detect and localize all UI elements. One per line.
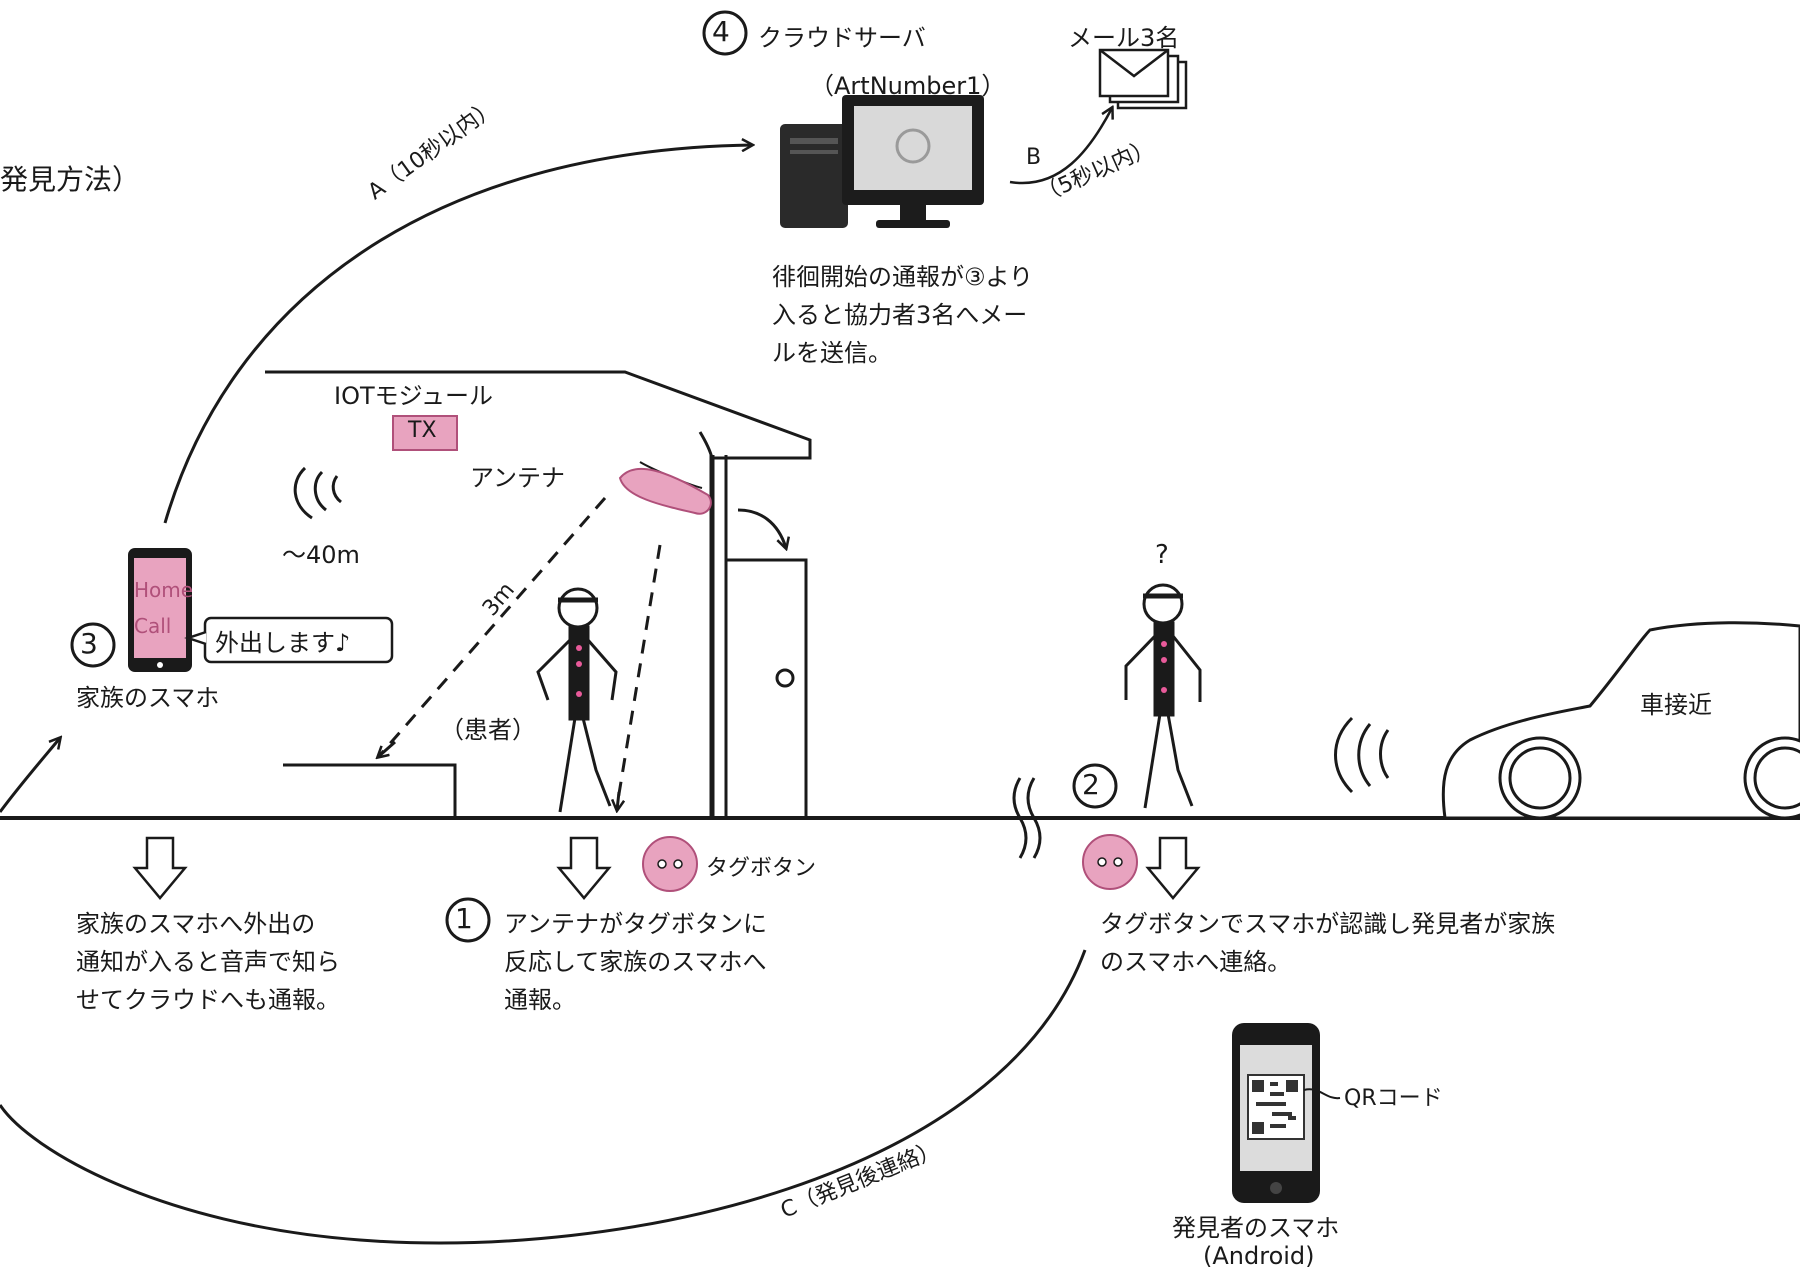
- step1-number: 1: [455, 902, 473, 935]
- step1-note: アンテナがタグボタンに 反応して家族のスマホへ 通報。: [504, 910, 768, 1014]
- patient-figure: [536, 587, 618, 813]
- family-phone-caption: 家族のスマホ: [76, 684, 220, 712]
- tag-button-icon: [642, 836, 698, 892]
- antenna-label: アンテナ: [470, 464, 566, 492]
- tag-button-icon-2: [1082, 834, 1138, 890]
- door: [726, 558, 808, 818]
- car-label: 車接近: [1640, 691, 1712, 719]
- server-model: （ArtNumber1）: [810, 72, 1006, 100]
- iot-module-label: IOTモジュール: [334, 382, 493, 410]
- finder-phone-os: (Android): [1203, 1242, 1315, 1270]
- range-label: ～40m: [282, 541, 360, 569]
- arrow-c: [0, 949, 1087, 1245]
- qr-label: QRコード: [1344, 1086, 1443, 1111]
- signal-waves-icon: [293, 466, 342, 520]
- tx-module: [392, 415, 458, 451]
- antenna-icon: [618, 461, 712, 515]
- family-phone-icon: [128, 548, 192, 672]
- question-mark: ?: [1155, 540, 1169, 570]
- family-phone-screen: Home Call: [134, 578, 194, 638]
- finder-phone-icon: [1232, 1023, 1320, 1203]
- door-knob: [775, 668, 795, 688]
- tx-label: TX: [408, 418, 437, 443]
- arrow-a: [163, 145, 752, 524]
- patient-label: （患者）: [440, 716, 536, 744]
- detection-dashes: [378, 497, 662, 807]
- mail-label: メール3名: [1068, 24, 1180, 52]
- title-fragment: 発見方法）: [0, 163, 141, 196]
- finder-phone-caption: 発見者のスマホ: [1172, 1214, 1340, 1242]
- mail-envelope-icon: [1098, 48, 1188, 110]
- family-phone-number: 3: [80, 627, 98, 660]
- down-arrow-step2: [1145, 836, 1201, 900]
- detection-arrow-left: [378, 740, 396, 757]
- house: [265, 370, 812, 818]
- family-phone-note: 家族のスマホへ外出の 通知が入ると音声で知ら せてクラウドへも通報。: [76, 910, 340, 1014]
- arrow-into-family-phone: [0, 738, 60, 813]
- car-signal-waves-icon: [1334, 716, 1390, 794]
- wandering-figure: [1124, 583, 1202, 809]
- step2-note: タグボタンでスマホが認識し発見者が家族 のスマホへ連絡。: [1100, 910, 1556, 976]
- tag-button-label: タグボタン: [706, 856, 817, 881]
- detection-arrow-down: [617, 791, 619, 810]
- number-circles: [70, 10, 1118, 943]
- step2-number: 2: [1082, 768, 1100, 801]
- server-note: 徘徊開始の通報が③より 入ると協力者3名へメー ルを送信。: [772, 263, 1034, 367]
- qr-pointer: [1303, 1088, 1341, 1100]
- car-icon: [1441, 621, 1800, 820]
- server-label: クラウドサーバ: [758, 24, 926, 52]
- speech-bubble: [184, 616, 394, 664]
- speech-bubble-text: 外出します♪: [215, 629, 351, 657]
- door-swing-arrow: [737, 508, 786, 548]
- ground-break-mark: [1012, 777, 1042, 859]
- server-number: 4: [712, 15, 730, 48]
- arrow-b-label: B: [1026, 145, 1042, 170]
- down-arrow-family: [132, 836, 188, 900]
- arrow-b: [1009, 108, 1112, 185]
- step: [283, 763, 457, 818]
- server-computer-icon: [780, 95, 984, 228]
- down-arrow-step1: [556, 836, 612, 900]
